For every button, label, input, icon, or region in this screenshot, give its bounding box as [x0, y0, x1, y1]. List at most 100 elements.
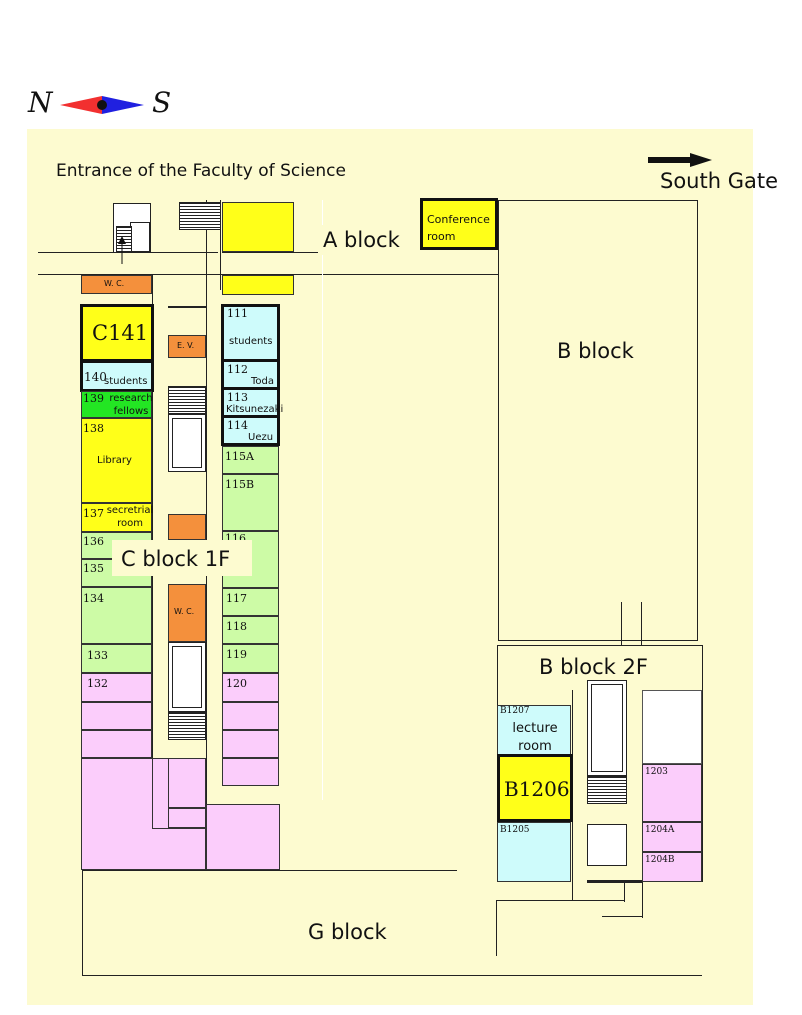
room-130[interactable] — [81, 730, 152, 758]
room-132[interactable]: 132 — [81, 673, 152, 702]
room-1204a[interactable]: 1204A — [642, 822, 702, 852]
room-lower-right[interactable] — [206, 804, 280, 870]
room-123[interactable] — [222, 758, 279, 786]
wall-line — [587, 880, 643, 883]
elevator-label: E. V. — [177, 341, 195, 350]
room-136-number: 136 — [83, 535, 104, 548]
entrance-stairs-icon — [116, 226, 132, 252]
wall-line — [697, 200, 698, 640]
room-b1206-number: B1206 — [504, 777, 570, 801]
wc-mid[interactable]: W. C. — [168, 584, 206, 642]
room-121[interactable] — [222, 702, 279, 730]
wall-line — [82, 870, 457, 871]
room-114-label: Uezu — [248, 432, 274, 443]
b-block-2f-label: B block 2F — [539, 655, 648, 679]
wall-line — [498, 200, 499, 640]
wall-line — [206, 200, 207, 804]
room-137-number: 137 — [83, 507, 104, 520]
wall-line — [498, 200, 698, 201]
room-138-label: Library — [97, 455, 132, 466]
conference-room-label: Conference room — [427, 213, 490, 243]
wc-top-label: W. C. — [104, 279, 125, 288]
room-111-number: 111 — [227, 307, 248, 320]
room-138[interactable]: 138 Library — [81, 418, 152, 503]
wc-mid-label: W. C. — [174, 607, 195, 616]
wall-line — [602, 916, 642, 917]
room-1204b-number: 1204B — [645, 855, 675, 865]
stairs-icon — [587, 776, 627, 804]
room-1204b[interactable]: 1204B — [642, 852, 702, 882]
room-137-label: secretrial room — [106, 505, 154, 529]
room-113[interactable]: 113 Kitsunezaki — [221, 387, 283, 418]
wall-line — [572, 880, 573, 900]
wall-line — [496, 900, 497, 956]
room-115a-number: 115A — [225, 450, 254, 463]
room-133-number: 133 — [87, 649, 108, 662]
room-114[interactable]: 114 Uezu — [221, 415, 280, 446]
wall-line — [152, 758, 153, 828]
wall-line — [152, 274, 153, 804]
room-117-number: 117 — [226, 592, 247, 605]
south-gate-arrow-icon — [648, 152, 712, 167]
room-115b[interactable]: 115B — [222, 474, 279, 531]
wall-line — [496, 900, 624, 901]
compass: N S — [28, 86, 178, 122]
room-117[interactable]: 117 — [222, 588, 279, 616]
room-1203[interactable]: 1203 — [642, 764, 702, 822]
wc-top[interactable]: W. C. — [81, 275, 152, 294]
stairs-icon — [179, 202, 221, 230]
wall-line — [624, 880, 625, 902]
wall-line — [641, 602, 642, 646]
elevator-b — [587, 824, 627, 866]
entrance-arrow-icon — [116, 236, 128, 264]
room-b1207[interactable]: B1207 lecture room — [497, 705, 571, 757]
room-119[interactable]: 119 — [222, 644, 279, 673]
room-132-number: 132 — [87, 677, 108, 690]
entrance-label: Entrance of the Faculty of Science — [56, 161, 346, 181]
room-c141[interactable]: C141 — [80, 304, 154, 362]
stair-well-inner — [172, 418, 202, 468]
room-b1206[interactable]: B1206 — [497, 754, 573, 822]
room-140[interactable]: 140 students — [80, 360, 154, 392]
room-118[interactable]: 118 — [222, 616, 279, 644]
room-a-block-yellow[interactable] — [222, 202, 294, 252]
g-block-label: G block — [308, 920, 387, 944]
room-114-number: 114 — [227, 419, 248, 432]
compass-arrow-icon — [60, 96, 144, 114]
conference-room[interactable]: Conference room — [420, 198, 498, 250]
room-b1205-number: B1205 — [500, 825, 530, 835]
room-b1205[interactable]: B1205 — [497, 822, 571, 882]
room-133[interactable]: 133 — [81, 644, 152, 673]
room-122[interactable] — [222, 730, 279, 758]
room-131[interactable] — [81, 702, 152, 730]
room-a-block-yellow-strip[interactable] — [222, 275, 294, 295]
room-111-label: students — [229, 336, 273, 347]
wall-line — [621, 602, 622, 646]
wall-line — [222, 252, 318, 253]
room-112[interactable]: 112 Toda — [221, 359, 280, 390]
room-120[interactable]: 120 — [222, 673, 279, 702]
room-111[interactable]: 111 students — [221, 304, 280, 362]
room-140-label: students — [104, 376, 148, 387]
room-lower-mid2[interactable] — [168, 808, 206, 828]
stair-well-inner — [591, 684, 623, 772]
room-115a[interactable]: 115A — [222, 446, 279, 474]
room-b-upper-right[interactable] — [642, 690, 702, 764]
room-135-number: 135 — [83, 562, 104, 575]
wall-line — [702, 645, 703, 882]
compass-south-label: S — [152, 86, 172, 119]
room-139-label: research fellows — [109, 393, 153, 417]
room-b1207-label: lecture room — [512, 721, 558, 754]
a-block-label: A block — [323, 228, 400, 252]
wc-mid-top[interactable] — [168, 514, 206, 540]
room-139[interactable]: 139 research fellows — [81, 391, 153, 418]
room-113-number: 113 — [227, 391, 248, 404]
elevator[interactable]: E. V. — [168, 335, 206, 358]
room-119-number: 119 — [226, 648, 247, 661]
room-137[interactable]: 137 secretrial room — [81, 503, 153, 532]
wall-line — [642, 880, 643, 918]
room-134[interactable]: 134 — [81, 587, 152, 644]
c-block-label-bg — [112, 540, 252, 576]
stairs-icon — [168, 386, 206, 414]
room-lower-mid[interactable] — [168, 758, 206, 808]
